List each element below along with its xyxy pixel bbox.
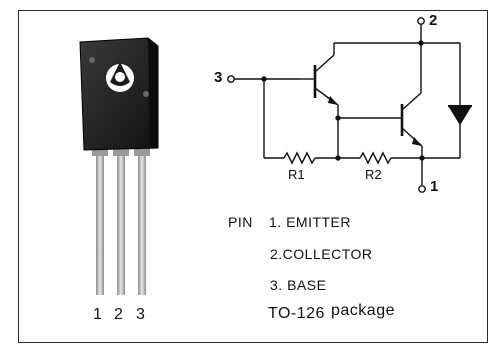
q2-emitter-arrow (412, 137, 422, 146)
resistor-r2-label: R2 (365, 167, 382, 182)
package-body (79, 37, 159, 151)
lead-number-2: 2 (114, 306, 123, 323)
diode-symbol (447, 105, 473, 126)
package-code: TO-126 (268, 305, 325, 322)
resistor-r2 (359, 151, 392, 165)
q1-emitter-arrow (328, 96, 338, 105)
resistor-r1-label: R1 (288, 167, 305, 182)
resistor-r1 (283, 151, 316, 165)
terminal-2-label: 2 (429, 12, 438, 29)
package-dimple (143, 91, 149, 97)
package-dimple (89, 57, 95, 63)
lead-2 (117, 140, 125, 295)
pin-emitter: 1. EMITTER (269, 214, 352, 230)
package-word: package (331, 302, 395, 319)
lead-number-1: 1 (93, 306, 102, 323)
terminal-3-label: 3 (214, 69, 223, 86)
lead-1 (96, 140, 104, 295)
terminal-1-node (418, 185, 426, 193)
terminal-2-node (417, 17, 425, 25)
pin-heading: PIN (228, 214, 253, 230)
lead-number-3: 3 (136, 306, 145, 323)
terminal-3-node (227, 75, 235, 83)
pin-collector: 2.COLLECTOR (270, 246, 373, 262)
q2-collector (401, 92, 422, 111)
lead-3 (138, 140, 146, 295)
junction-dot (335, 155, 341, 161)
pin-base: 3. BASE (270, 277, 327, 293)
terminal-1-label: 1 (430, 178, 439, 195)
q1-collector (314, 54, 335, 73)
